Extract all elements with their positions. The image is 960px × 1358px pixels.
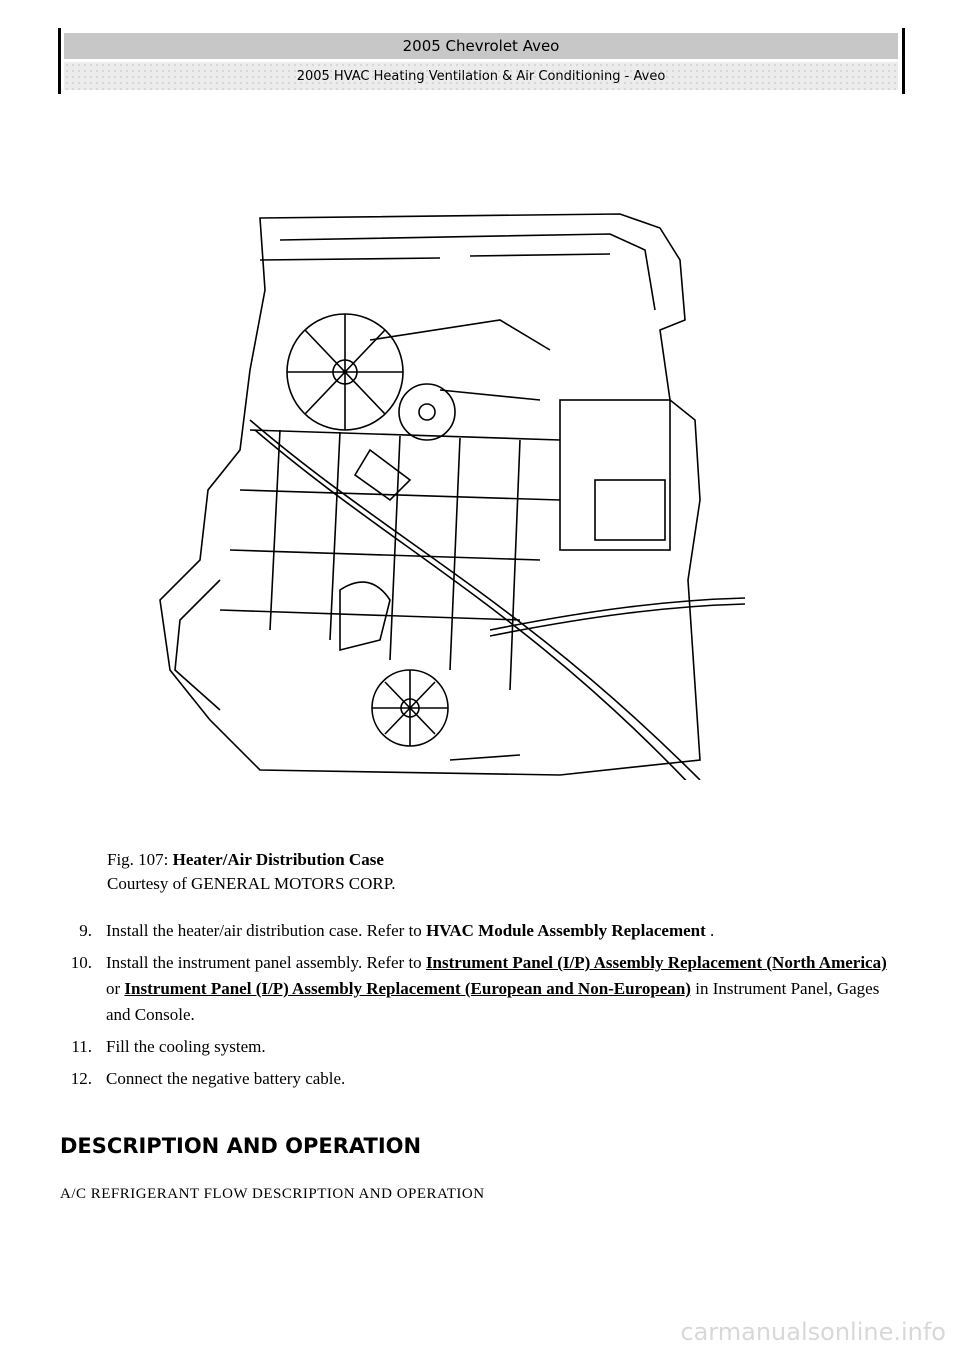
step-number: 10. [70, 953, 92, 972]
step-text-pre: Install the heater/air distribution case… [106, 921, 427, 940]
figure-courtesy: Courtesy of GENERAL MOTORS CORP. [107, 874, 396, 893]
step-11: 11. Fill the cooling system. [52, 1034, 892, 1060]
page-subtitle: 2005 HVAC Heating Ventilation & Air Cond… [64, 62, 898, 90]
step-12: 12. Connect the negative battery cable. [52, 1066, 892, 1092]
step-number: 11. [71, 1037, 92, 1056]
step-text: Install the heater/air distribution case… [106, 918, 892, 944]
header-rule-left [58, 28, 61, 94]
watermark: carmanualsonline.info [680, 1318, 946, 1346]
step-number: 12. [70, 1069, 92, 1088]
procedure-steps: 9. Install the heater/air distribution c… [52, 918, 892, 1098]
step-text: Connect the negative battery cable. [106, 1069, 346, 1088]
ip-assembly-na-link[interactable]: Instrument Panel (I/P) Assembly Replacem… [425, 953, 887, 972]
step-text-post: in Instrument Panel, Gages and Console. [106, 979, 880, 1024]
step-10: 10. Install the instrument panel assembl… [52, 950, 892, 1028]
header-rule-right [902, 28, 905, 94]
step-text-pre: Install the instrument panel assembly. R… [106, 953, 426, 972]
step-number: 9. [79, 921, 92, 940]
page-title: 2005 Chevrolet Aveo [64, 33, 898, 59]
section-heading: DESCRIPTION AND OPERATION [60, 1134, 422, 1158]
step-text-mid: or [106, 979, 125, 998]
step-9: 9. Install the heater/air distribution c… [52, 918, 892, 944]
step-text: Install the instrument panel assembly. R… [106, 950, 892, 1028]
step-text-post: . [705, 921, 715, 940]
figure-title: Heater/Air Distribution Case [172, 850, 384, 869]
figure-caption: Fig. 107: Heater/Air Distribution Case C… [107, 848, 396, 896]
hvac-module-link[interactable]: HVAC Module Assembly Replacement [426, 921, 706, 940]
figure-number: Fig. 107: [107, 850, 169, 869]
subsection-heading: A/C REFRIGERANT FLOW DESCRIPTION AND OPE… [60, 1186, 485, 1202]
ip-assembly-eu-link[interactable]: Instrument Panel (I/P) Assembly Replacem… [124, 979, 691, 998]
heater-air-distribution-case-illustration [159, 213, 746, 780]
step-text: Fill the cooling system. [106, 1037, 266, 1056]
